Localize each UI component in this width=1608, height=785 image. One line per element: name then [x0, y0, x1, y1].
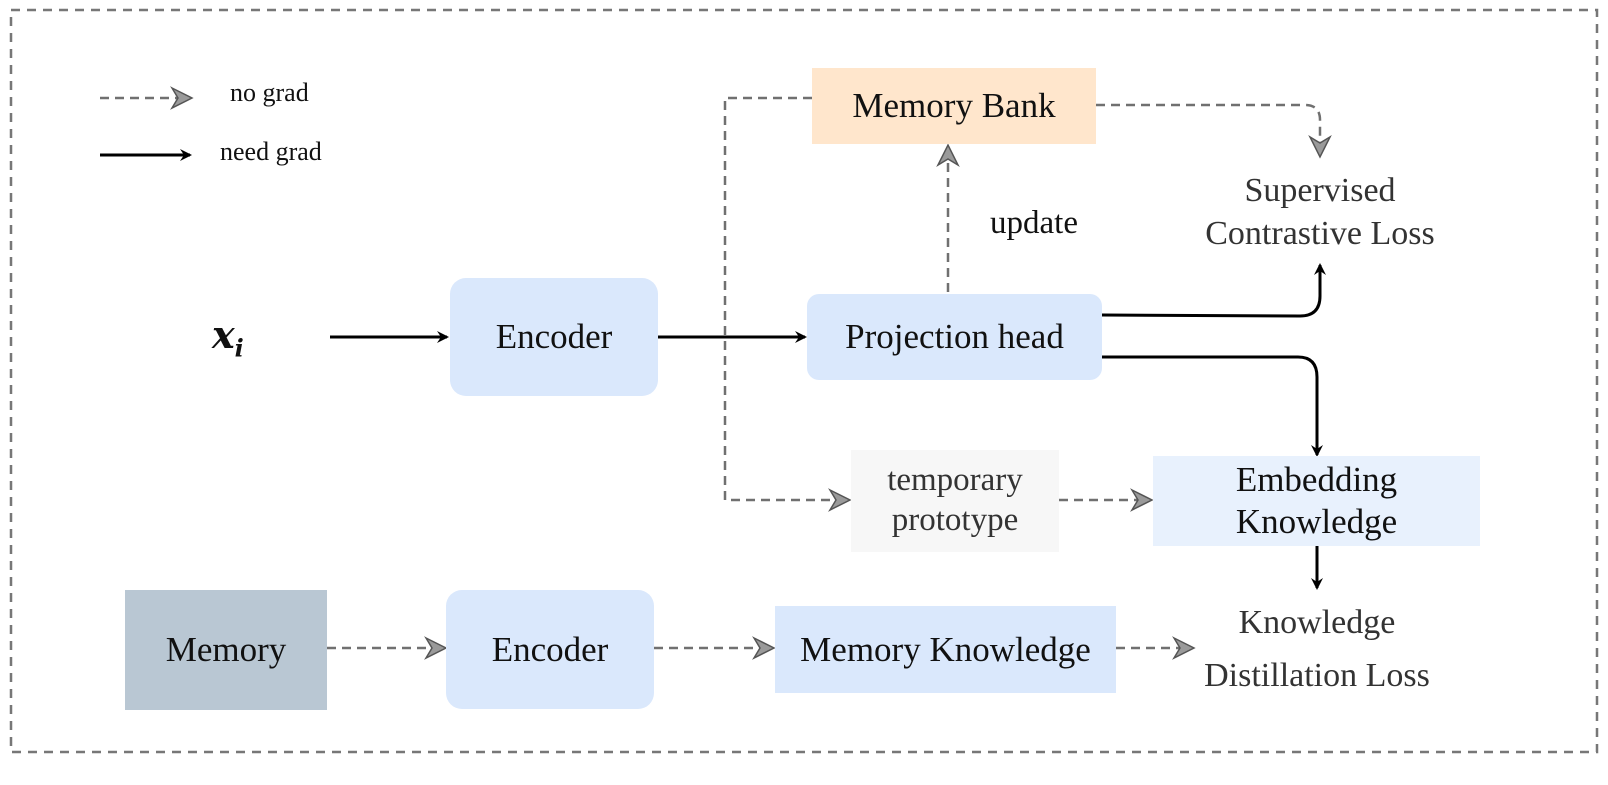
legend-no-grad-label: no grad [230, 78, 309, 107]
encoder-top-box: Encoder [450, 278, 658, 396]
embedding-knowledge-line-2: Knowledge [1235, 502, 1398, 541]
temporary-prototype-line-1: temporary [887, 462, 1023, 499]
supervised-line-1: Supervised [1244, 172, 1396, 209]
input-symbol: xi [212, 312, 244, 363]
memory-box: Memory [125, 590, 327, 710]
embedding-knowledge-line-1: Embedding [1235, 460, 1398, 499]
supervised-contrastive-loss-label: Supervised Contrastive Loss [1190, 170, 1450, 255]
embedding-knowledge-box: Embedding Knowledge [1153, 456, 1480, 546]
projection-head-box: Projection head [807, 294, 1102, 380]
arrow-memory-bank-to-temporary-prototype [723, 96, 852, 512]
supervised-line-2: Contrastive Loss [1205, 214, 1435, 252]
arrow-projection-to-embedding-knowledge [1102, 355, 1323, 457]
legend-need-grad-label: need grad [220, 137, 322, 166]
memory-bank-box: Memory Bank [812, 68, 1096, 144]
temporary-prototype-line-2: prototype [891, 502, 1019, 538]
memory-knowledge-box: Memory Knowledge [775, 606, 1116, 693]
kd-line-1: Knowledge [1238, 604, 1396, 641]
encoder-bottom-box: Encoder [446, 590, 654, 709]
kd-line-2: Distillation Loss [1204, 656, 1430, 694]
outer-frame [9, 8, 1599, 754]
arrow-memory-bank-to-supervised-loss [1096, 103, 1332, 159]
knowledge-distillation-loss-label: Knowledge Distillation Loss [1187, 597, 1447, 702]
temporary-prototype-box: temporary prototype [851, 450, 1059, 552]
update-label: update [990, 205, 1078, 241]
arrow-projection-to-supervised-loss [1101, 263, 1326, 318]
